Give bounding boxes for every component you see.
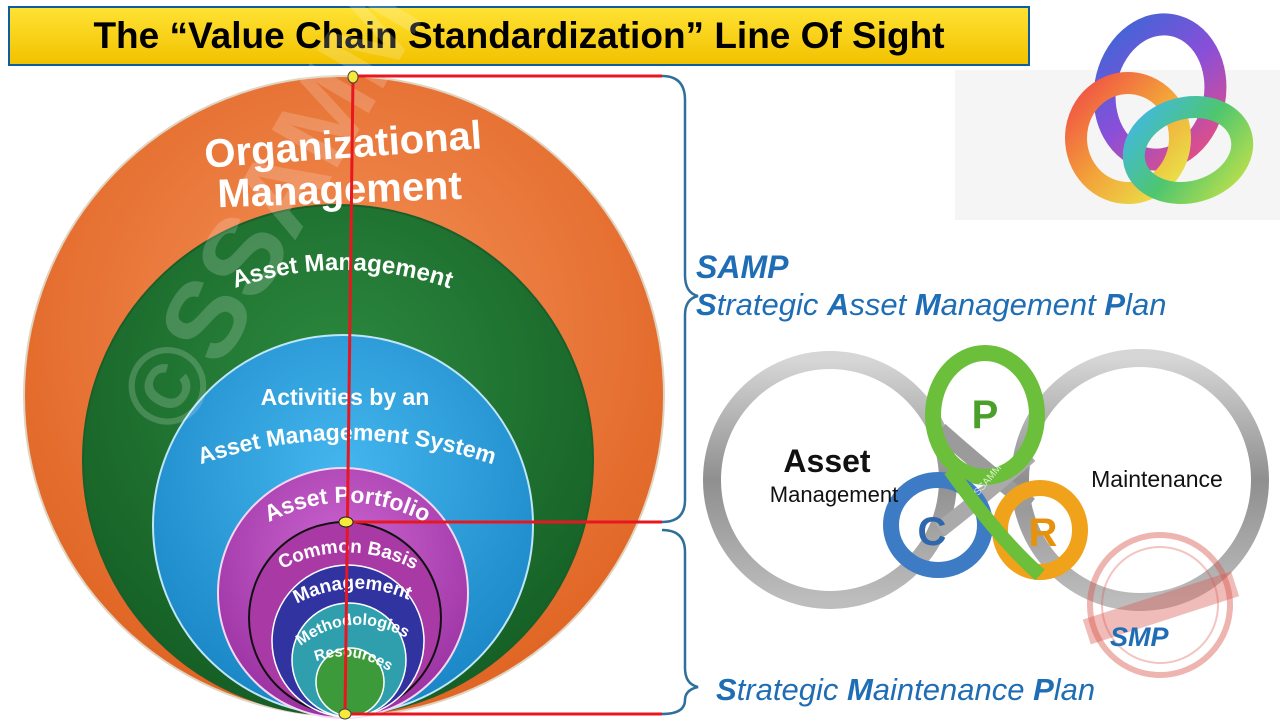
letter-c: C [918, 510, 947, 554]
samp-brace [661, 74, 699, 524]
label-activities-line1: Activities by an [261, 384, 430, 410]
label-asset-line2: Management [770, 482, 898, 507]
infinity-graphic [703, 345, 1269, 611]
copy-protection-stamp-icon [1082, 532, 1240, 678]
letter-p: P [972, 393, 999, 437]
marker-middle [338, 516, 354, 528]
letter-r: R [1029, 511, 1058, 555]
smp-full-name: Strategic Maintenance Plan [716, 672, 1096, 707]
label-maintenance: Maintenance [1091, 466, 1223, 492]
samp-block: SAMP Strategic Asset Management Plan [696, 248, 1166, 324]
marker-top [347, 70, 359, 84]
label-asset-line1: Asset [783, 443, 871, 479]
line-of-sight [343, 74, 662, 716]
label-organizational-line2: Management [217, 164, 463, 217]
ring-p [925, 345, 1045, 485]
samp-full-name: Strategic Asset Management Plan [696, 287, 1167, 322]
marker-bottom [338, 708, 352, 720]
page-title: The “Value Chain Standardization” Line O… [93, 15, 945, 56]
right-ring [1011, 349, 1269, 611]
samp-abbreviation: SAMP [696, 249, 789, 285]
smp-brace [661, 528, 699, 716]
title-banner: The “Value Chain Standardization” Line O… [8, 6, 1030, 66]
smp-abbreviation: SMP [1110, 622, 1169, 652]
logo-knot-icon [955, 13, 1280, 220]
